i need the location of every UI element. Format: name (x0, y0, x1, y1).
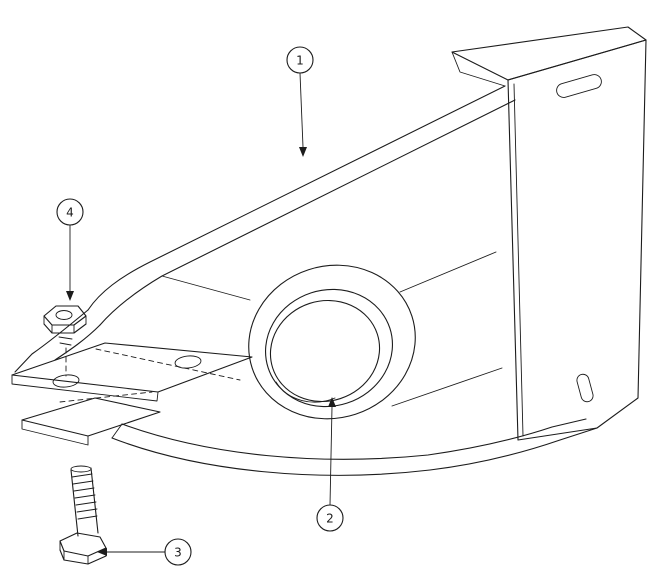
bracket-arm-inner (54, 324, 101, 361)
bolt-head-bottom-edge (59, 549, 107, 565)
flange-top-strip (451, 26, 647, 81)
hidden-edge-upper (95, 348, 241, 381)
callout-4-label: 4 (66, 206, 74, 220)
right-flange-plate (451, 26, 647, 441)
upper-tab-hole-left (52, 374, 80, 388)
bracket-base-inner (121, 418, 587, 460)
callout-1-leader (299, 72, 304, 148)
nut-hole (55, 310, 73, 320)
nut (43, 305, 87, 346)
flange-fold-line (513, 83, 524, 437)
flange-top-strip-edge (451, 51, 506, 87)
hidden-edge-lower (59, 391, 153, 403)
upper-tab-face (11, 342, 253, 393)
callout-1-circle (286, 46, 314, 74)
lower-tab-face (21, 397, 161, 437)
callout-2-circle (316, 504, 344, 532)
bracket-web-line (161, 275, 251, 301)
flange-slot-bottom (576, 373, 594, 403)
boss-bore-depth-arc (275, 381, 336, 403)
bracket-base-outer (111, 427, 598, 476)
callout-1-arrowhead (299, 147, 307, 157)
boss-outer-ring (248, 264, 416, 420)
flange-slot-top (556, 74, 602, 98)
bolt-threads (71, 473, 98, 520)
bolt-shaft-sides (70, 467, 99, 537)
nut-top-face (43, 305, 87, 326)
callout-4-circle (56, 198, 84, 226)
upper-tab-hole-right (174, 355, 202, 369)
mounting-tabs (11, 342, 253, 446)
nut-thread-stub (58, 336, 73, 346)
nut-side-edges (43, 315, 87, 334)
bracket-arm-outer (14, 309, 89, 373)
bracket-base-left-cap (111, 423, 123, 439)
callout-2-label: 2 (326, 512, 334, 526)
callout-1-label: 1 (296, 54, 304, 68)
callout-2-arrowhead (328, 397, 336, 407)
callout-3-label: 3 (174, 546, 182, 560)
callout-3-circle (164, 538, 192, 566)
bracket-top-edge-inner (99, 99, 516, 326)
bolt-shaft-top (70, 465, 92, 473)
lower-tab-thickness (21, 419, 89, 446)
bracket-top-edge-outer (87, 85, 506, 311)
callout-2: 2 (316, 397, 344, 532)
nut-bottom-edge (43, 323, 87, 334)
flange-front-face (507, 39, 647, 441)
callout-1: 1 (286, 46, 314, 157)
callout-3: 3 (97, 538, 192, 566)
bolt (59, 465, 107, 565)
cylindrical-boss (248, 264, 416, 420)
callout-2-leader (329, 406, 333, 506)
callout-3-arrowhead (97, 548, 107, 556)
bracket-body (14, 85, 598, 476)
boss-inner-bore (269, 299, 381, 403)
callout-4: 4 (56, 198, 84, 301)
upper-tab-thickness (11, 374, 159, 402)
boss-middle-ring (264, 288, 394, 408)
boss-tangent-bottom (391, 367, 503, 407)
callout-4-arrowhead (66, 291, 74, 301)
boss-tangent-top (399, 251, 497, 293)
